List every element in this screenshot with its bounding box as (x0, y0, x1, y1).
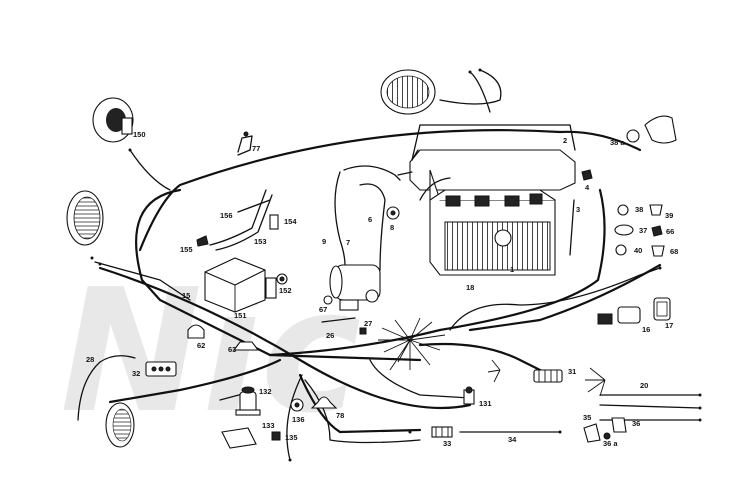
label-132: 132 (259, 387, 272, 396)
component-152-icon (276, 273, 288, 285)
label-32: 32 (132, 369, 140, 378)
label-38: 38 (635, 205, 643, 214)
label-62: 62 (197, 341, 205, 350)
rear-lamp-icon (105, 402, 135, 448)
label-152: 152 (279, 286, 292, 295)
label-4: 4 (585, 183, 590, 192)
label-133: 133 (262, 421, 275, 430)
component-136-icon (290, 398, 304, 412)
component-63-icon (232, 341, 260, 351)
component-154-icon (269, 214, 279, 230)
label-37: 37 (639, 226, 647, 235)
label-66: 66 (666, 227, 674, 236)
callout-labels: 1 2 3 4 6 7 8 9 15 16 17 18 20 26 27 28 … (86, 130, 678, 448)
battery-1-icon (409, 149, 576, 276)
component-155-icon (196, 235, 209, 247)
label-63: 63 (228, 345, 236, 354)
wire-end-dots (90, 68, 702, 462)
battery-tray-2-icon (411, 124, 576, 161)
label-3: 3 (576, 205, 580, 214)
label-39: 39 (665, 211, 673, 220)
label-150: 150 (133, 130, 146, 139)
headlamp-right-icon (380, 69, 436, 115)
starter-motor-icon (329, 264, 381, 311)
component-33-icon (431, 426, 453, 438)
label-77: 77 (252, 144, 260, 153)
label-36: 36 (632, 419, 640, 428)
label-1: 1 (510, 265, 514, 274)
label-20: 20 (640, 381, 648, 390)
component-4-icon (581, 169, 593, 181)
component-131-icon (463, 386, 475, 405)
headlamp-left-icon (66, 190, 104, 246)
component-6-icon (386, 206, 400, 220)
component-67-icon (323, 295, 333, 305)
label-2: 2 (563, 136, 567, 145)
label-40: 40 (634, 246, 642, 255)
label-15: 15 (182, 291, 190, 300)
component-68-icon (651, 245, 665, 257)
label-31: 31 (568, 367, 576, 376)
component-37-icon (614, 224, 634, 236)
label-153: 153 (254, 237, 267, 246)
component-17-icon (653, 297, 671, 321)
label-18: 18 (466, 283, 474, 292)
label-26: 26 (326, 331, 334, 340)
component-28-icon (77, 355, 136, 421)
label-35: 35 (583, 413, 591, 422)
wire-fanout (378, 317, 606, 397)
label-78: 78 (336, 411, 344, 420)
component-39-icon (649, 204, 663, 216)
component-38a-icon (626, 129, 640, 143)
component-31-icon (533, 369, 563, 383)
component-135-icon (271, 431, 281, 441)
label-16: 16 (642, 325, 650, 334)
component-35-icon (583, 423, 601, 443)
label-38a: 38 a (610, 138, 625, 147)
component-3-icon (569, 199, 575, 256)
component-26-icon (321, 317, 356, 323)
label-67: 67 (319, 305, 327, 314)
label-9: 9 (322, 237, 326, 246)
label-8: 8 (390, 223, 394, 232)
component-66-icon (651, 225, 663, 237)
label-27: 27 (364, 319, 372, 328)
label-33: 33 (443, 439, 451, 448)
label-156: 156 (220, 211, 233, 220)
rear-light-icon (644, 115, 677, 144)
label-34: 34 (508, 435, 517, 444)
component-32-icon (145, 361, 177, 377)
label-7: 7 (346, 238, 350, 247)
component-40-icon (615, 244, 627, 256)
label-28: 28 (86, 355, 94, 364)
label-154: 154 (284, 217, 297, 226)
label-151: 151 (234, 311, 247, 320)
component-133-icon (221, 427, 257, 449)
fog-lamp-150-icon (92, 97, 134, 143)
component-156-icon (237, 199, 271, 213)
main-harness (94, 69, 701, 461)
component-153-icon (209, 189, 273, 251)
label-17: 17 (665, 321, 673, 330)
regulator-151-icon (204, 257, 277, 313)
component-78-icon (310, 396, 338, 409)
label-36a: 36 a (603, 439, 618, 448)
component-36-icon (611, 417, 627, 433)
label-131: 131 (479, 399, 492, 408)
label-135: 135 (285, 433, 298, 442)
component-132-icon (235, 386, 261, 416)
component-36a-icon (603, 432, 611, 440)
label-6: 6 (368, 215, 372, 224)
component-16-icon (597, 306, 641, 325)
label-155: 155 (180, 245, 193, 254)
component-27-icon (359, 327, 367, 335)
component-77-icon (237, 131, 253, 156)
label-136: 136 (292, 415, 305, 424)
component-38-icon (617, 204, 629, 216)
label-68: 68 (670, 247, 678, 256)
component-62-icon (187, 324, 205, 339)
